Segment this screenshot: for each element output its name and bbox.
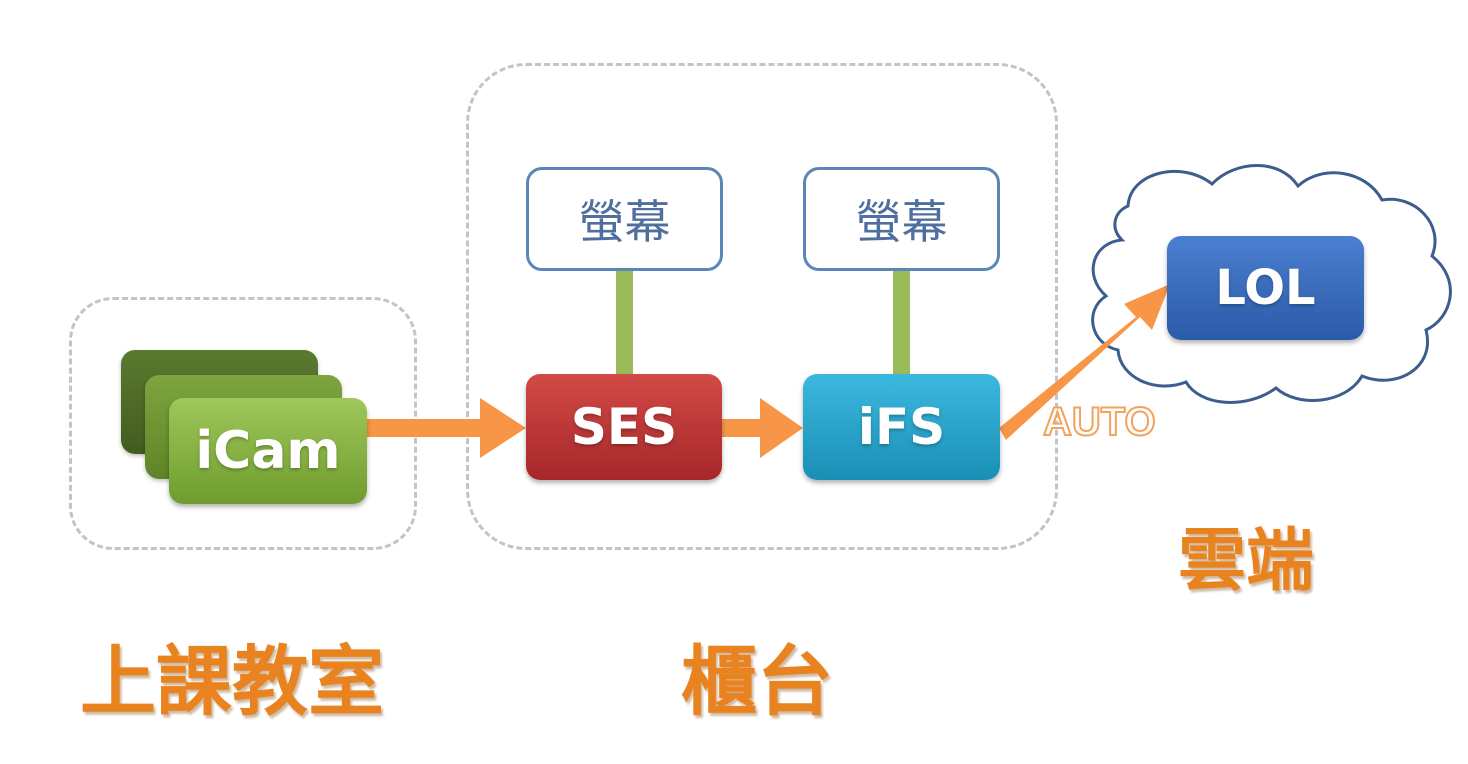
icam-label: iCam <box>195 421 341 481</box>
screen-box-1: 螢幕 <box>526 167 723 271</box>
screen-connector-2 <box>893 271 910 374</box>
arrow-ifs-to-lol <box>999 284 1170 440</box>
screen-2-label: 螢幕 <box>855 195 948 249</box>
arrow-ses-to-ifs <box>722 398 803 458</box>
lol-label: LOL <box>1215 260 1316 316</box>
screen-box-2: 螢幕 <box>803 167 1000 271</box>
arrow-icam-to-ses <box>367 398 526 458</box>
ifs-node: iFS <box>803 374 1000 480</box>
counter-label: 櫃台 <box>681 637 833 726</box>
auto-edge-label: AUTO <box>1042 399 1157 445</box>
icam-node: iCam <box>169 398 367 504</box>
screen-1-label: 螢幕 <box>578 195 671 249</box>
screen-connector-1 <box>616 271 633 374</box>
ses-node: SES <box>526 374 722 480</box>
counter-group-frame <box>466 63 1058 550</box>
ses-label: SES <box>570 398 678 456</box>
ifs-label: iFS <box>857 398 946 456</box>
classroom-label: 上課教室 <box>80 637 384 726</box>
lol-node: LOL <box>1167 236 1364 340</box>
cloud-label: 雲端 <box>1178 522 1315 601</box>
